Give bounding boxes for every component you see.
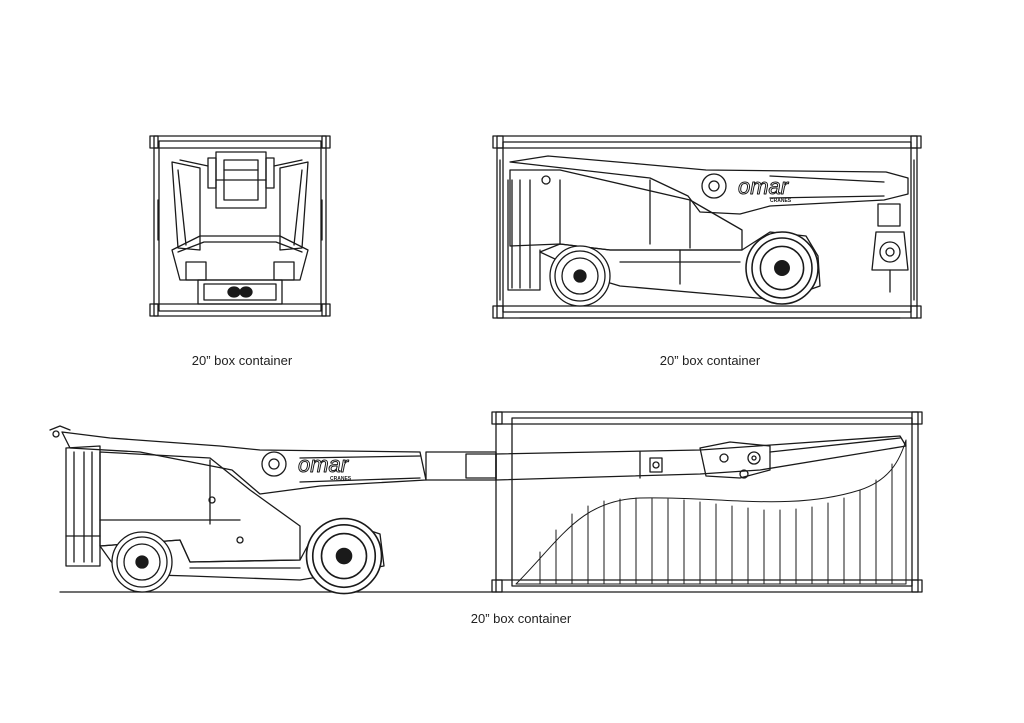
svg-text:CRANES: CRANES xyxy=(330,476,352,482)
svg-text:CRANES: CRANES xyxy=(770,198,792,204)
side-view-rear-wheel xyxy=(549,245,611,307)
loading-view-container xyxy=(49,411,923,595)
omar-logo-side-view: omar CRANES xyxy=(738,174,792,205)
side-view-container xyxy=(492,135,922,319)
side-view-crane xyxy=(507,155,909,301)
front-view-caption: 20” box container xyxy=(191,353,293,368)
side-view-caption: 20” box container xyxy=(659,353,761,368)
loading-view-caption: 20” box container xyxy=(470,611,572,626)
loading-view-rear-wheel xyxy=(111,531,173,593)
loading-view-boom xyxy=(425,435,907,481)
loading-view-front-wheel xyxy=(305,517,383,595)
svg-text:omar: omar xyxy=(738,174,790,199)
side-view-front-wheel xyxy=(745,231,819,305)
front-view-container xyxy=(149,135,331,317)
container-corrugation xyxy=(515,439,907,585)
front-view-crane xyxy=(171,151,309,305)
svg-text:omar: omar xyxy=(298,452,350,477)
omar-logo-loading-view: omar CRANES xyxy=(298,452,352,483)
